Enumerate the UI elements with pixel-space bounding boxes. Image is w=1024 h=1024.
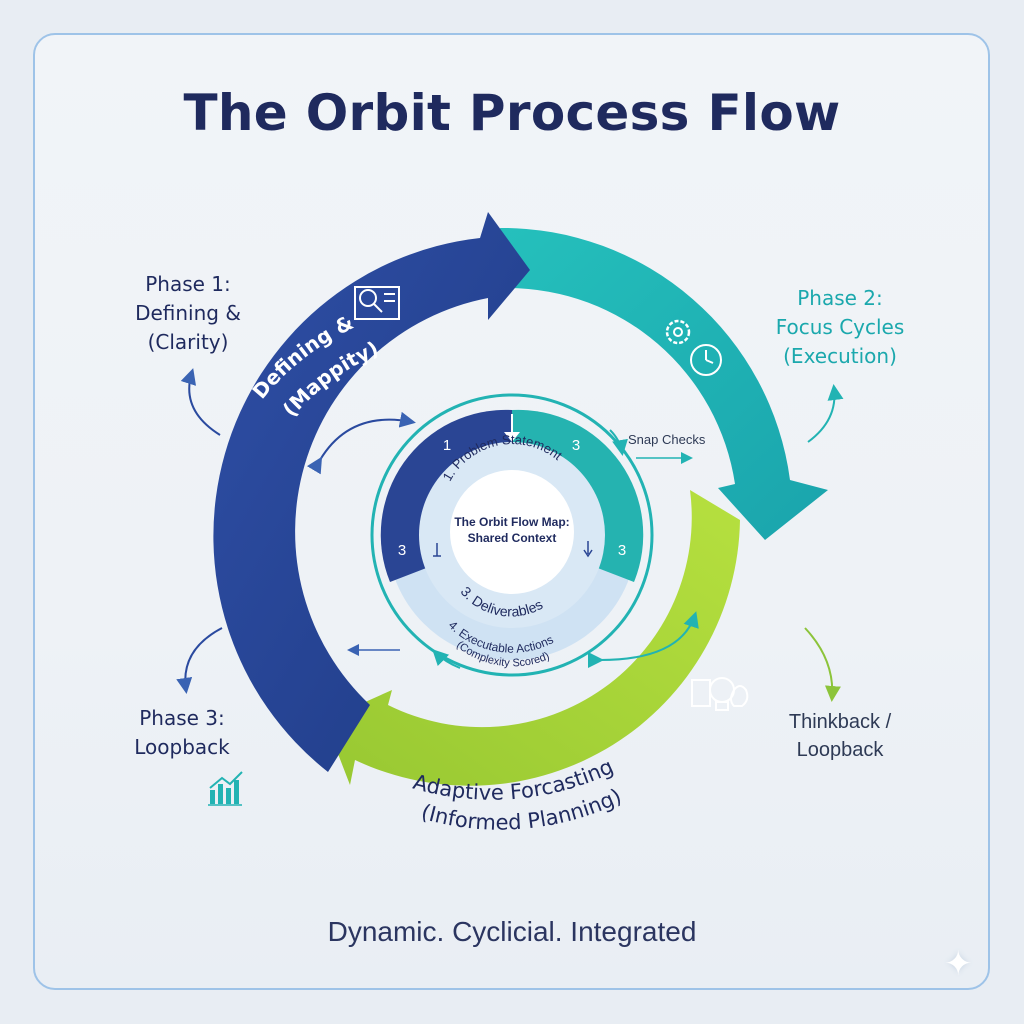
inner-center-disc — [450, 470, 574, 594]
inner-orbit-ring — [370, 393, 654, 677]
footer-tagline: Dynamic. Cyclicial. Integrated — [327, 916, 697, 947]
thinkback-line: Loopback — [796, 739, 884, 761]
phase-1-line: (Clarity) — [147, 330, 229, 354]
lime-arc — [325, 490, 740, 786]
thinkback-line: Thinkback / — [788, 711, 892, 733]
down-arrow-icon — [433, 543, 441, 557]
teal-arc — [500, 227, 828, 540]
sparkle-icon: ✦ — [944, 945, 973, 983]
phase-3-label: Phase 3: Loopback — [112, 704, 252, 762]
down-arrow-icon — [583, 541, 593, 558]
connector-arrow — [587, 611, 699, 669]
segment-number: 3 — [398, 542, 406, 559]
phase-2-line: Focus Cycles — [775, 315, 905, 339]
connector-arrow — [176, 627, 223, 694]
segment-number: 1 — [443, 437, 451, 454]
navy-arc — [213, 212, 530, 772]
map-search-icon — [354, 286, 400, 320]
thinkback-label: Thinkback / Loopback — [760, 708, 920, 764]
gear-timer-icon — [665, 319, 722, 376]
connector-arrow — [807, 384, 844, 443]
connector-arrow — [306, 411, 416, 475]
phase-3-title: Phase 3: — [139, 706, 225, 730]
page-title: The Orbit Process Flow — [183, 84, 841, 142]
phase-1-line: Defining & — [135, 301, 241, 325]
phase-2-title: Phase 2: — [797, 286, 883, 310]
connector-arrow — [804, 627, 841, 702]
phase-1-label: Phase 1: Defining & (Clarity) — [108, 270, 268, 357]
phase-1-title: Phase 1: — [145, 272, 231, 296]
phase-3-line: Loopback — [134, 735, 230, 759]
center-title-1: The Orbit Flow Map: — [454, 515, 569, 529]
segment-number: 3 — [618, 542, 626, 559]
segment-number: 3 — [572, 437, 580, 454]
bar-chart-icon — [208, 771, 243, 806]
snap-checks-label: Snap Checks — [628, 432, 706, 447]
phase-2-label: Phase 2: Focus Cycles (Execution) — [745, 284, 935, 371]
phase-2-line: (Execution) — [783, 344, 897, 368]
lightbulb-doc-icon — [691, 677, 749, 711]
center-title-2: Shared Context — [468, 531, 557, 545]
connector-arrow — [180, 368, 221, 436]
